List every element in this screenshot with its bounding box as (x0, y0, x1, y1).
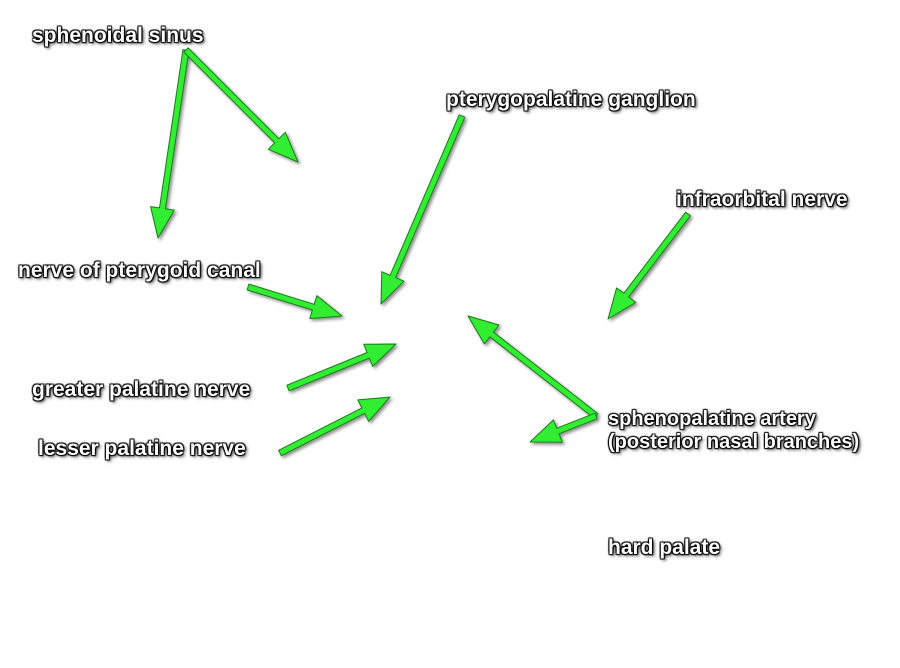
label-sphenopalatine-artery-line1: sphenopalatine artery (608, 408, 816, 430)
arrow-sphenopalatine-artery-down (529, 412, 598, 443)
arrow-infraorbital-nerve (607, 211, 691, 320)
arrow-sphenoidal-sinus-left (150, 49, 190, 239)
label-nerve-of-pterygoid-canal: nerve of pterygoid canal (18, 259, 261, 282)
label-sphenopalatine-artery-line2: (posterior nasal branches) (608, 431, 860, 453)
arrow-pterygopalatine-ganglion (380, 114, 466, 305)
label-sphenopalatine-artery: sphenopalatine artery (posterior nasal b… (608, 408, 859, 454)
arrow-sphenoidal-sinus-right (183, 47, 299, 163)
arrow-lesser-palatine-nerve (278, 396, 391, 457)
arrow-sphenopalatine-artery-up (467, 315, 599, 419)
label-sphenoidal-sinus: sphenoidal sinus (32, 24, 204, 47)
arrow-greater-palatine-nerve (286, 343, 397, 392)
label-infraorbital-nerve: infraorbital nerve (676, 188, 848, 211)
label-hard-palate: hard palate (608, 536, 721, 559)
label-pterygopalatine-ganglion: pterygopalatine ganglion (446, 88, 696, 111)
label-greater-palatine-nerve: greater palatine nerve (32, 378, 251, 401)
label-lesser-palatine-nerve: lesser palatine nerve (38, 437, 246, 460)
arrow-nerve-of-pterygoid-canal (246, 283, 343, 320)
